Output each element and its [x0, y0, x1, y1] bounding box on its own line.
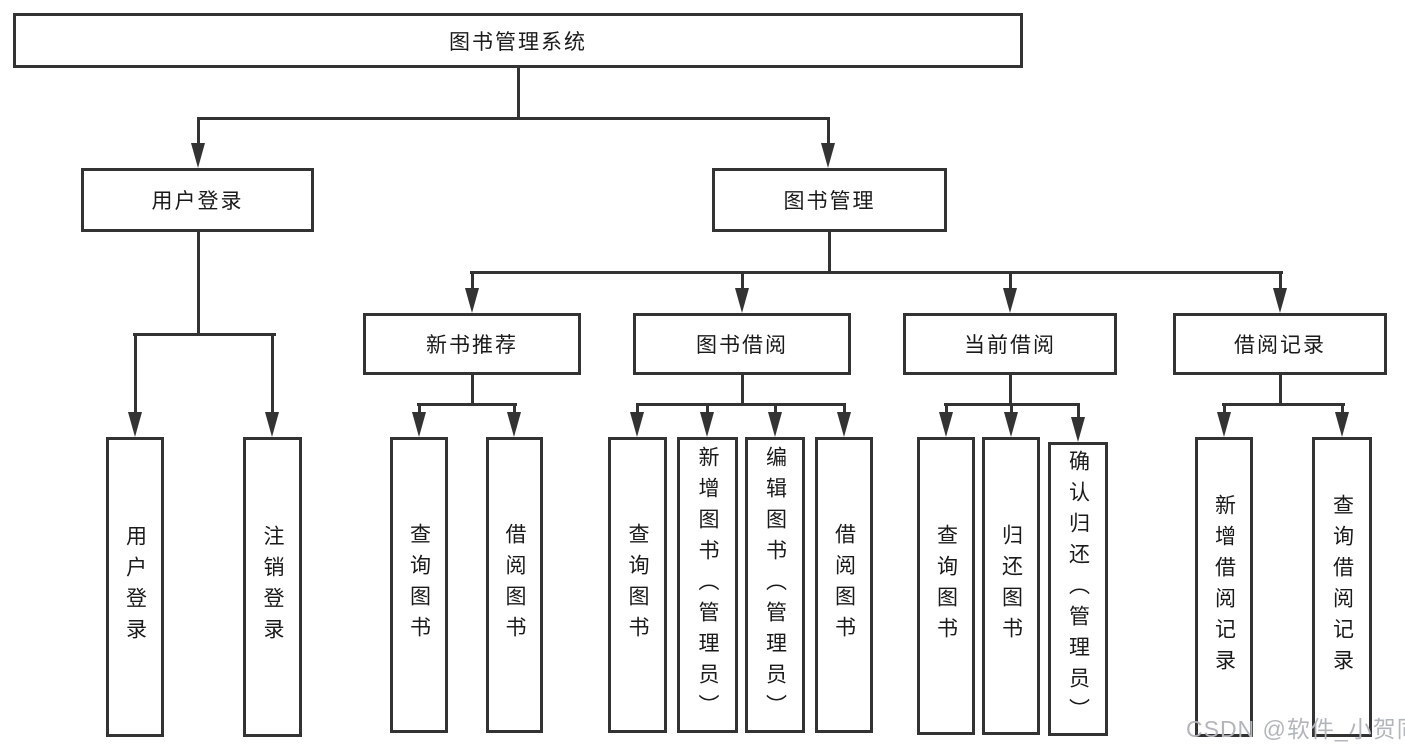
connector-stub: [843, 403, 846, 414]
arrow-down-icon: [1071, 417, 1085, 442]
connector-stub: [513, 403, 516, 414]
node-label: 确认归还（管理员）: [1066, 449, 1090, 729]
arrow-down-icon: [1217, 412, 1231, 437]
connector-stub: [774, 403, 777, 414]
node-book-borrowing: 图书借阅: [633, 313, 851, 375]
connector-rail: [1222, 403, 1345, 406]
connector-feed: [471, 375, 474, 406]
arrow-down-icon: [507, 412, 521, 437]
connector-feed: [741, 375, 744, 406]
connector-stub: [1341, 403, 1344, 414]
arrow-down-icon: [735, 288, 749, 313]
arrow-down-icon: [412, 412, 426, 437]
node-user-login-leaf: 用户登录: [106, 437, 164, 737]
connector-stub: [471, 271, 474, 290]
node-label: 新增图书（管理员）: [696, 445, 719, 725]
connector-rail: [636, 403, 846, 406]
connector-stub: [636, 403, 639, 414]
connector-stub: [1010, 403, 1013, 414]
node-label: 编辑图书（管理员）: [763, 445, 787, 725]
node-book-management: 图书管理: [712, 168, 947, 232]
node-label: 查询图书: [934, 524, 958, 648]
arrow-down-icon: [128, 412, 142, 437]
arrow-down-icon: [939, 412, 953, 437]
node-query-books-leaf: 查询图书: [917, 437, 975, 735]
connector-stub: [706, 403, 709, 414]
arrow-down-icon: [821, 143, 835, 168]
arrow-down-icon: [1003, 288, 1017, 313]
connector-stub: [134, 333, 137, 414]
node-label: 图书管理系统: [449, 30, 587, 54]
connector-stub: [945, 403, 948, 414]
connector-user-login-feed: [197, 232, 200, 336]
node-query-books-leaf: 查询图书: [390, 437, 448, 733]
node-label: 图书管理: [783, 190, 876, 213]
connector-user-login-rail: [133, 333, 276, 336]
connector-rail: [417, 403, 517, 406]
node-logout-leaf: 注销登录: [243, 437, 302, 737]
arrow-down-icon: [1273, 288, 1287, 313]
connector-feed: [1009, 375, 1012, 406]
connector-stub: [741, 271, 744, 290]
connector-stub: [827, 117, 830, 145]
node-label: 借阅记录: [1234, 334, 1326, 357]
arrow-down-icon: [465, 288, 479, 313]
node-add-borrow-record-leaf: 新增借阅记录: [1195, 437, 1253, 737]
node-query-borrow-record-leaf: 查询借阅记录: [1312, 437, 1372, 737]
node-label: 新增借阅记录: [1212, 494, 1236, 680]
connector-feed: [1279, 375, 1282, 406]
connector-stub: [1279, 271, 1282, 290]
node-label: 注销登录: [261, 525, 284, 649]
connector-level1-rail: [197, 117, 830, 120]
node-user-login: 用户登录: [81, 168, 314, 232]
connector-stub: [1223, 403, 1226, 414]
node-current-borrowing: 当前借阅: [903, 313, 1117, 375]
node-label: 归还图书: [999, 524, 1023, 648]
arrow-down-icon: [1335, 412, 1349, 437]
node-label: 查询图书: [626, 523, 649, 647]
node-label: 新书推荐: [426, 334, 518, 357]
arrow-down-icon: [191, 143, 205, 168]
arrow-down-icon: [768, 412, 782, 437]
node-borrow-books-leaf: 借阅图书: [815, 437, 873, 733]
connector-level2-rail: [470, 271, 1283, 274]
connector-root-feed: [517, 68, 520, 120]
connector-stub: [418, 403, 421, 414]
node-library-management-system: 图书管理系统: [13, 13, 1023, 68]
node-new-book-recommend: 新书推荐: [363, 313, 581, 375]
node-label: 用户登录: [151, 190, 244, 213]
arrow-down-icon: [700, 412, 714, 437]
connector-stub: [197, 117, 200, 145]
node-label: 图书借阅: [696, 334, 788, 357]
node-confirm-return-admin-leaf: 确认归还（管理员）: [1048, 442, 1108, 736]
node-return-books-leaf: 归还图书: [982, 437, 1040, 735]
node-borrow-books-leaf: 借阅图书: [486, 437, 543, 733]
connector-stub: [271, 333, 274, 414]
node-borrowing-records: 借阅记录: [1173, 313, 1387, 375]
connector-book-mgmt-feed: [828, 232, 831, 274]
node-label: 借阅图书: [503, 523, 526, 647]
node-label: 当前借阅: [964, 334, 1056, 357]
arrow-down-icon: [837, 412, 851, 437]
node-label: 用户登录: [123, 525, 147, 649]
node-label: 查询借阅记录: [1330, 494, 1354, 680]
connector-stub: [1077, 403, 1080, 419]
node-label: 查询图书: [407, 523, 431, 647]
node-query-books-leaf: 查询图书: [608, 437, 667, 733]
connector-stub: [1009, 271, 1012, 290]
node-label: 借阅图书: [832, 523, 856, 647]
csdn-watermark: CSDN @软件_小贺同学: [1186, 716, 1405, 742]
arrow-down-icon: [265, 412, 279, 437]
node-add-books-admin-leaf: 新增图书（管理员）: [677, 437, 738, 733]
arrow-down-icon: [630, 412, 644, 437]
arrow-down-icon: [1004, 412, 1018, 437]
node-edit-books-admin-leaf: 编辑图书（管理员）: [745, 437, 805, 733]
